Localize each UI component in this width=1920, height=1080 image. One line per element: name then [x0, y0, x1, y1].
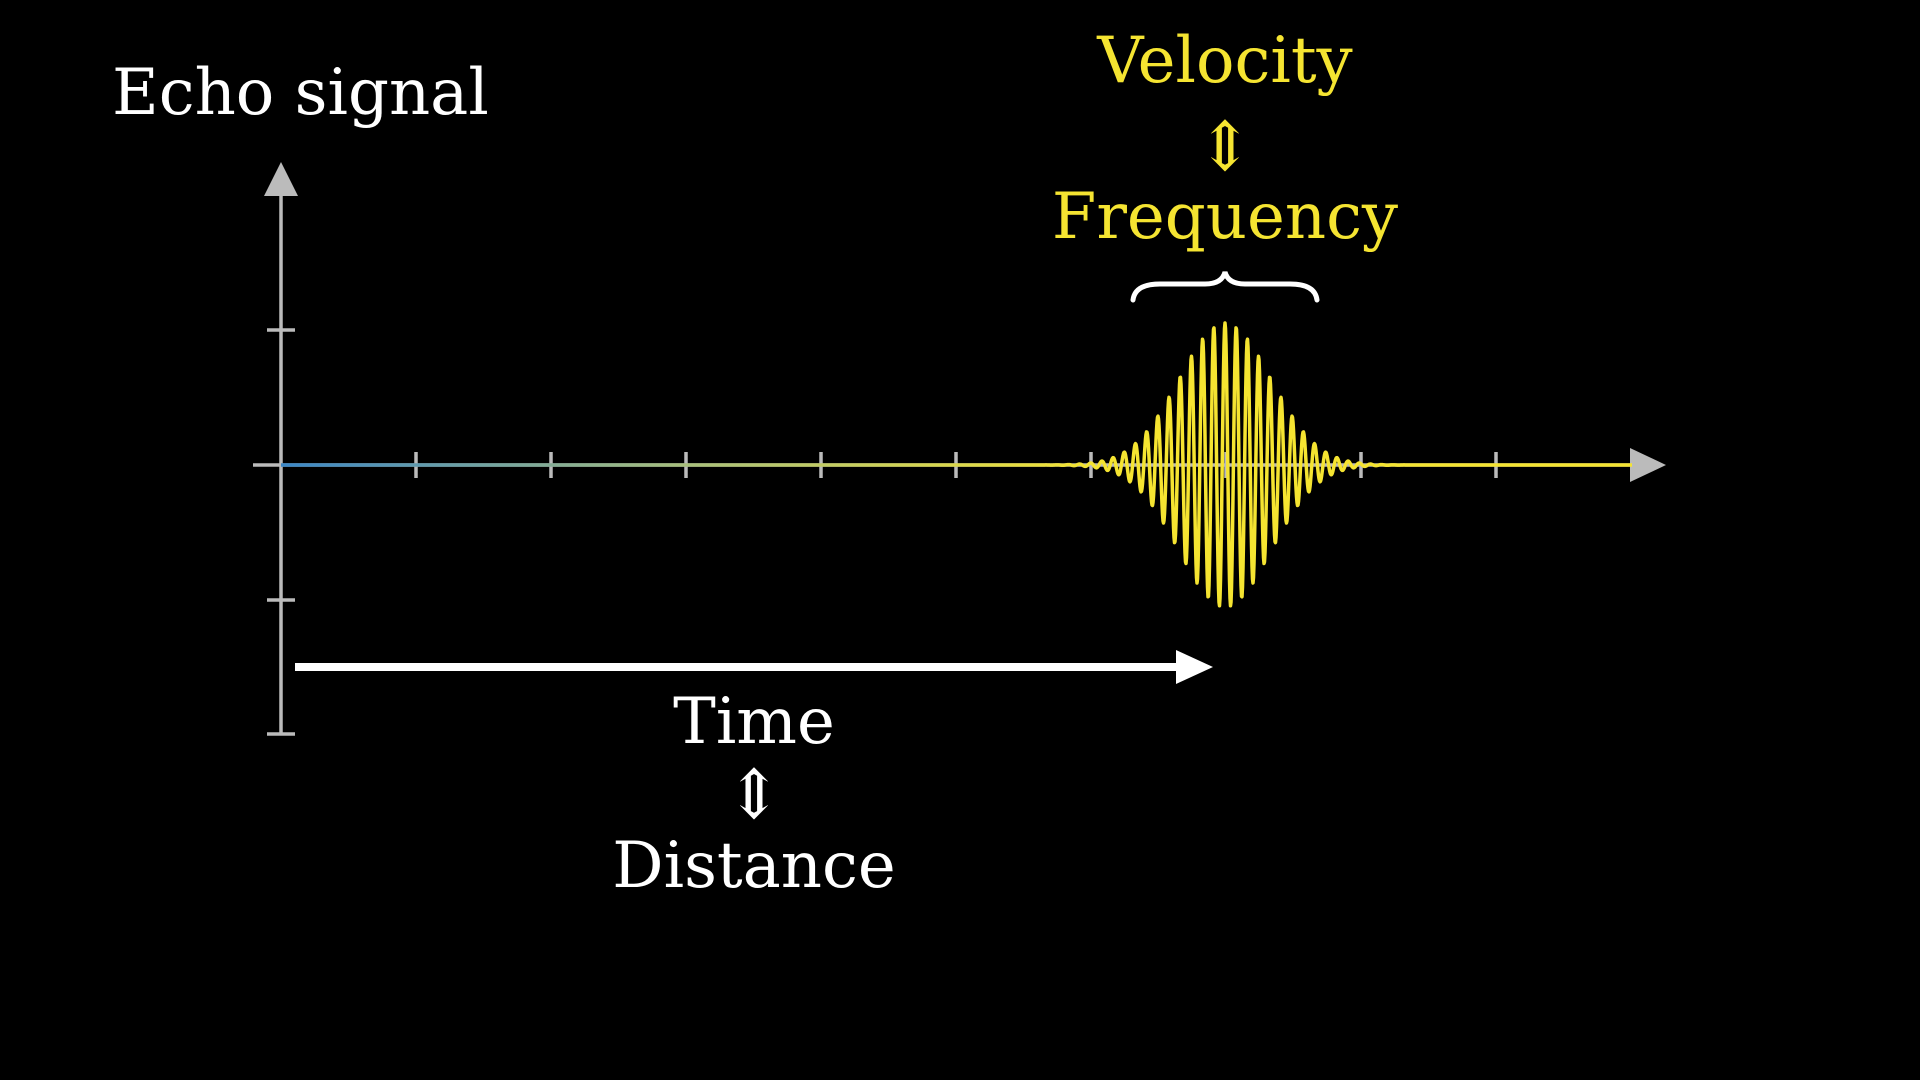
time-distance-equivalence: ⇕: [726, 756, 783, 835]
x-axis-arrowhead: [1630, 448, 1666, 482]
y-axis-label: Echo signal: [112, 56, 489, 130]
echo-signal-trace: [279, 321, 1634, 608]
velocity-label: Velocity: [1096, 24, 1352, 98]
frequency-label: Frequency: [1052, 180, 1398, 254]
time-label: Time: [673, 685, 835, 759]
curly-brace-icon: [1130, 271, 1320, 303]
distance-label: Distance: [612, 829, 895, 903]
velocity-frequency-equivalence: ⇕: [1197, 108, 1254, 187]
y-axis-arrowhead: [264, 162, 298, 196]
y-axis: [253, 162, 298, 736]
time-arrow-icon: [295, 650, 1213, 684]
